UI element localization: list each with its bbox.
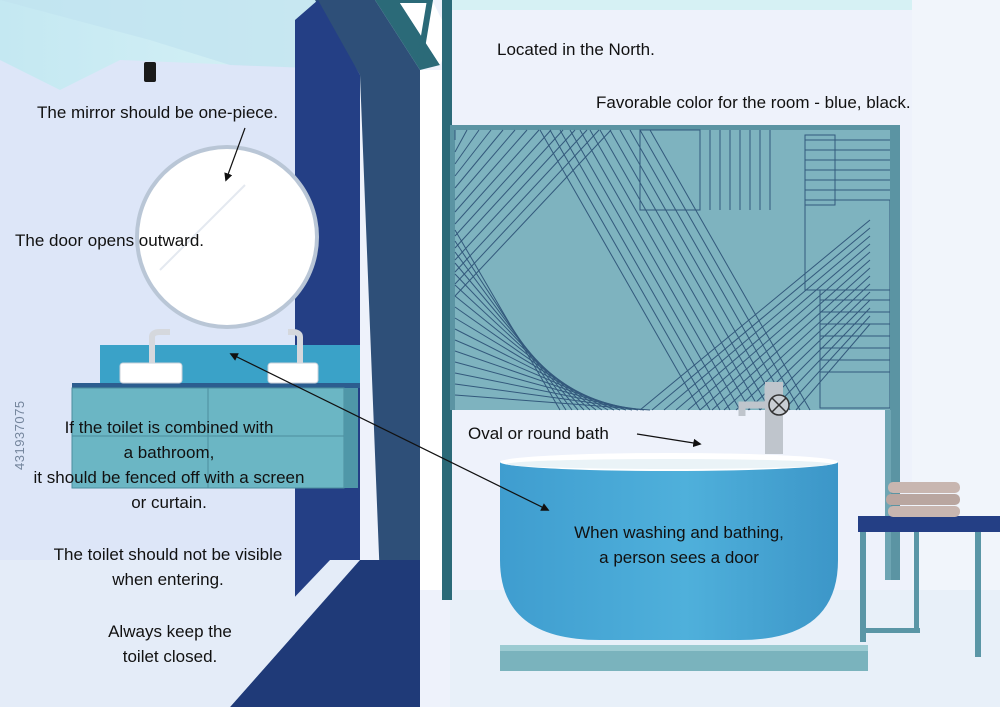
vanity-countertop (72, 383, 360, 388)
panel-stripe (454, 129, 468, 153)
stock-id-watermark: 431937075 (12, 400, 27, 470)
panel-stripe (454, 129, 552, 237)
panel-stripe (454, 295, 597, 411)
bath-faucet-spout (738, 386, 772, 416)
door-frame-outline (380, 0, 434, 61)
note-washing-line-1: When washing and bathing, (574, 523, 784, 542)
panel-stripe (454, 273, 585, 411)
door-frame-side (315, 0, 420, 707)
panel-block (804, 134, 836, 206)
panel-stripe (609, 129, 771, 411)
panel-stripe (723, 275, 871, 411)
towel-2 (886, 494, 960, 505)
panel-stripe (639, 129, 801, 411)
panel-stripe (735, 283, 871, 411)
panel-stripe (454, 251, 573, 411)
note-toilet-closed-line-2: toilet closed. (122, 647, 218, 666)
panel-post-right (890, 125, 900, 580)
side-table-leg-right (975, 532, 981, 657)
panel-stripe (663, 235, 871, 411)
side-table-top (858, 516, 1000, 532)
mirror (139, 149, 315, 325)
panel-stripe (549, 129, 711, 411)
ceiling-light-left (144, 62, 156, 82)
mirror-glint (159, 184, 246, 271)
panel-stripe (454, 129, 564, 249)
panel-stripe (699, 259, 871, 411)
panel-stripe (559, 129, 721, 411)
towel-1 (888, 482, 960, 493)
note-toilet-closed-line-1: Always keep the (108, 622, 232, 641)
panel-block (639, 129, 701, 211)
panel-stripe (454, 129, 516, 201)
panel-stripe (569, 129, 731, 411)
ceiling-shade (0, 0, 360, 70)
side-table-crossbar (860, 628, 920, 633)
side-table-leg-left (860, 532, 866, 642)
note-toilet-combined-line-1: If the toilet is combined with (64, 418, 274, 437)
note-bath-shape: Oval or round bath (468, 424, 609, 443)
note-mirror: The mirror should be one-piece. (37, 103, 278, 122)
panel-stripe (579, 129, 741, 411)
mirror-arrow (224, 127, 246, 182)
panel-stripe (454, 129, 612, 297)
note-toilet-closed: Always keep the toilet closed. (80, 619, 260, 669)
panel-stripe (771, 307, 871, 411)
panel-stripe (454, 129, 504, 189)
panel-stripe (454, 129, 588, 273)
note-toilet-combined-line-2: a bathroom, (123, 443, 215, 462)
door-view-arrow (229, 353, 550, 511)
panel-stripe (795, 323, 871, 411)
panel-stripe (454, 129, 528, 213)
note-north: Located in the North. (497, 40, 655, 59)
note-toilet-combined-line-3: it should be fenced off with a screen (33, 468, 305, 487)
panel-stripe (454, 262, 579, 411)
faucet-right (288, 329, 303, 363)
panel-stripe (639, 219, 871, 411)
panel-stripe (651, 227, 871, 411)
note-toilet-visible-line-1: The toilet should not be visible (53, 545, 283, 564)
door-edge (442, 0, 452, 600)
note-toilet-combined: If the toilet is combined with a bathroo… (6, 415, 332, 515)
panel-stripe (454, 129, 576, 261)
faucet-left (149, 329, 170, 363)
door-floor-shadow (230, 560, 420, 707)
panel-stripe (675, 243, 871, 411)
panel-stripe (454, 129, 480, 165)
note-washing-line-2: a person sees a door (599, 548, 759, 567)
note-toilet-combined-line-4: or curtain. (131, 493, 207, 512)
panel-stripe (454, 284, 591, 411)
bathtub-inner (507, 459, 831, 469)
panel-stripe (599, 129, 761, 411)
vanity-side (344, 388, 358, 488)
panel-stripe (454, 129, 540, 225)
note-door: The door opens outward. (15, 231, 205, 250)
sink-right (267, 362, 319, 384)
panel-stripe (783, 315, 871, 411)
bathtub (500, 462, 838, 640)
door-light-strip (420, 70, 442, 590)
panel-stripe (539, 129, 701, 411)
right-wall-edge (912, 0, 1000, 707)
panel-stripe (711, 267, 871, 411)
panel-stripe (454, 129, 492, 177)
panel-stripe (649, 129, 811, 411)
note-washing: When washing and bathing, a person sees … (540, 520, 818, 570)
sink-left (119, 362, 183, 384)
note-color: Favorable color for the room - blue, bla… (596, 93, 911, 112)
panel-stripe (589, 129, 751, 411)
towel-3 (888, 506, 960, 517)
right-ceiling (450, 0, 1000, 10)
left-floor-edge (190, 560, 360, 707)
bath-platform-top (500, 645, 868, 651)
note-toilet-visible-line-2: when entering. (112, 570, 224, 589)
panel-stripe (687, 251, 871, 411)
side-table-leg-mid (914, 532, 919, 632)
bath-arrow (636, 433, 702, 448)
note-toilet-visible: The toilet should not be visible when en… (20, 542, 316, 592)
